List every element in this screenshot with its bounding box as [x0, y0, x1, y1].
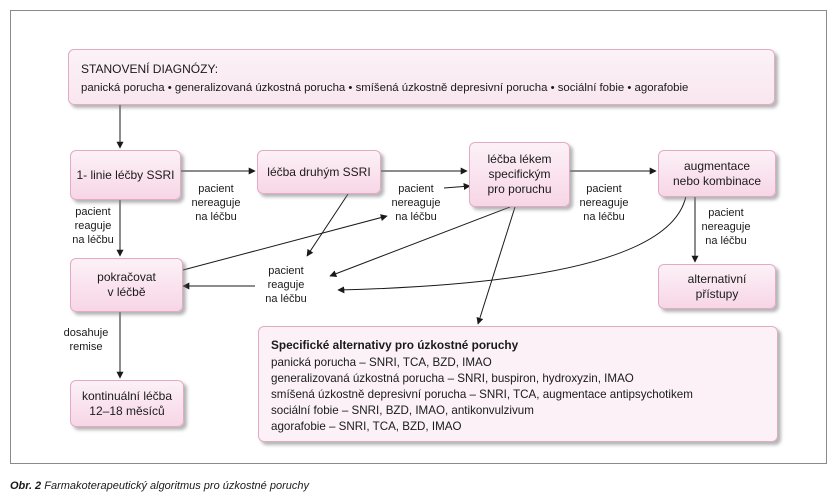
- specific-drug-line-2: specifickým: [488, 167, 551, 181]
- label-responds-center: pacient reaguje na léčbu: [265, 265, 307, 305]
- continue-line-2: v léčbě: [107, 285, 146, 299]
- alternative-line-social-phobia: sociální fobie – SNRI, BZD, IMAO, antiko…: [271, 404, 534, 417]
- continue-treatment-box: pokračovat v léčbě: [70, 258, 183, 312]
- second-ssri-label: léčba druhým SSRI: [267, 164, 371, 179]
- continuation-line-1: kontinuální léčba: [81, 388, 173, 403]
- diagnosis-title: STANOVENÍ DIAGNÓZY:: [81, 62, 219, 76]
- arrow-continue-to-not-responding: [182, 214, 388, 271]
- label-not-responding-augmentation: pacient nereaguje na léčbu: [701, 207, 751, 247]
- diagnosis-box: STANOVENÍ DIAGNÓZY: panická porucha • ge…: [68, 49, 775, 105]
- continuation-treatment-box: kontinuální léčba 12–18 měsíců: [70, 380, 184, 427]
- arrow-specific-to-responds: [329, 206, 511, 278]
- arrow-augmentation-to-responds: [337, 195, 687, 294]
- augmentation-line-1: augmentace: [683, 158, 751, 173]
- specific-drug-line-1: léčba lékem: [487, 152, 552, 166]
- alternative-approaches-box: alternativní přístupy: [658, 264, 776, 309]
- augmentation-line-2: nebo kombinace: [672, 173, 762, 188]
- specific-drug-box: léčba lékem specifickým pro poruchu: [469, 142, 570, 207]
- label-responds-left: pacient reaguje na léčbu: [72, 206, 114, 246]
- alternative-line-panic: panická porucha – SNRI, TCA, BZD, IMAO: [271, 356, 492, 369]
- caption-prefix: Obr. 2: [10, 480, 42, 492]
- first-line-label: 1- linie léčby SSRI: [76, 167, 175, 182]
- label-remission: dosahuje remise: [63, 327, 109, 353]
- label-not-responding-second: pacient nereaguje na léčbu: [391, 183, 441, 223]
- alternative-line-gad: generalizovaná úzkostná porucha – SNRI, …: [271, 372, 634, 385]
- augmentation-box: augmentace nebo kombinace: [658, 150, 776, 197]
- diagnosis-items: panická porucha • generalizovaná úzkostn…: [81, 82, 689, 94]
- specific-drug-line-3: pro poruchu: [487, 182, 552, 196]
- specific-alternatives-box: Specifické alternativy pro úzkostné poru…: [258, 326, 778, 442]
- arrow-specific-to-alternatives: [476, 206, 516, 325]
- caption-text: Farmakoterapeutický algoritmus pro úzkos…: [41, 480, 309, 492]
- arrow-not-responding-to-specific: [443, 182, 471, 190]
- figure-caption: Obr. 2 Farmakoterapeutický algoritmus pr…: [10, 480, 309, 492]
- specific-alternatives-title: Specifické alternativy pro úzkostné poru…: [271, 338, 519, 352]
- label-not-responding-first: pacient nereaguje na léčbu: [191, 183, 241, 223]
- continuation-line-2: 12–18 měsíců: [89, 403, 165, 418]
- alternative-line-agoraphobia: agorafobie – SNRI, TCA, BZD, IMAO: [271, 420, 462, 433]
- second-ssri-box: léčba druhým SSRI: [257, 150, 381, 194]
- label-not-responding-specific: pacient nereaguje na léčbu: [579, 183, 629, 223]
- alternative-line-mixed: smíšená úzkostně depresivní porucha – SN…: [271, 388, 693, 401]
- continue-line-1: pokračovat: [97, 270, 156, 284]
- arrow-second-to-responds: [306, 193, 349, 257]
- alternative-line-1: alternativní: [687, 271, 747, 286]
- first-line-ssri-box: 1- linie léčby SSRI: [70, 150, 181, 200]
- alternative-line-2: přístupy: [695, 286, 739, 301]
